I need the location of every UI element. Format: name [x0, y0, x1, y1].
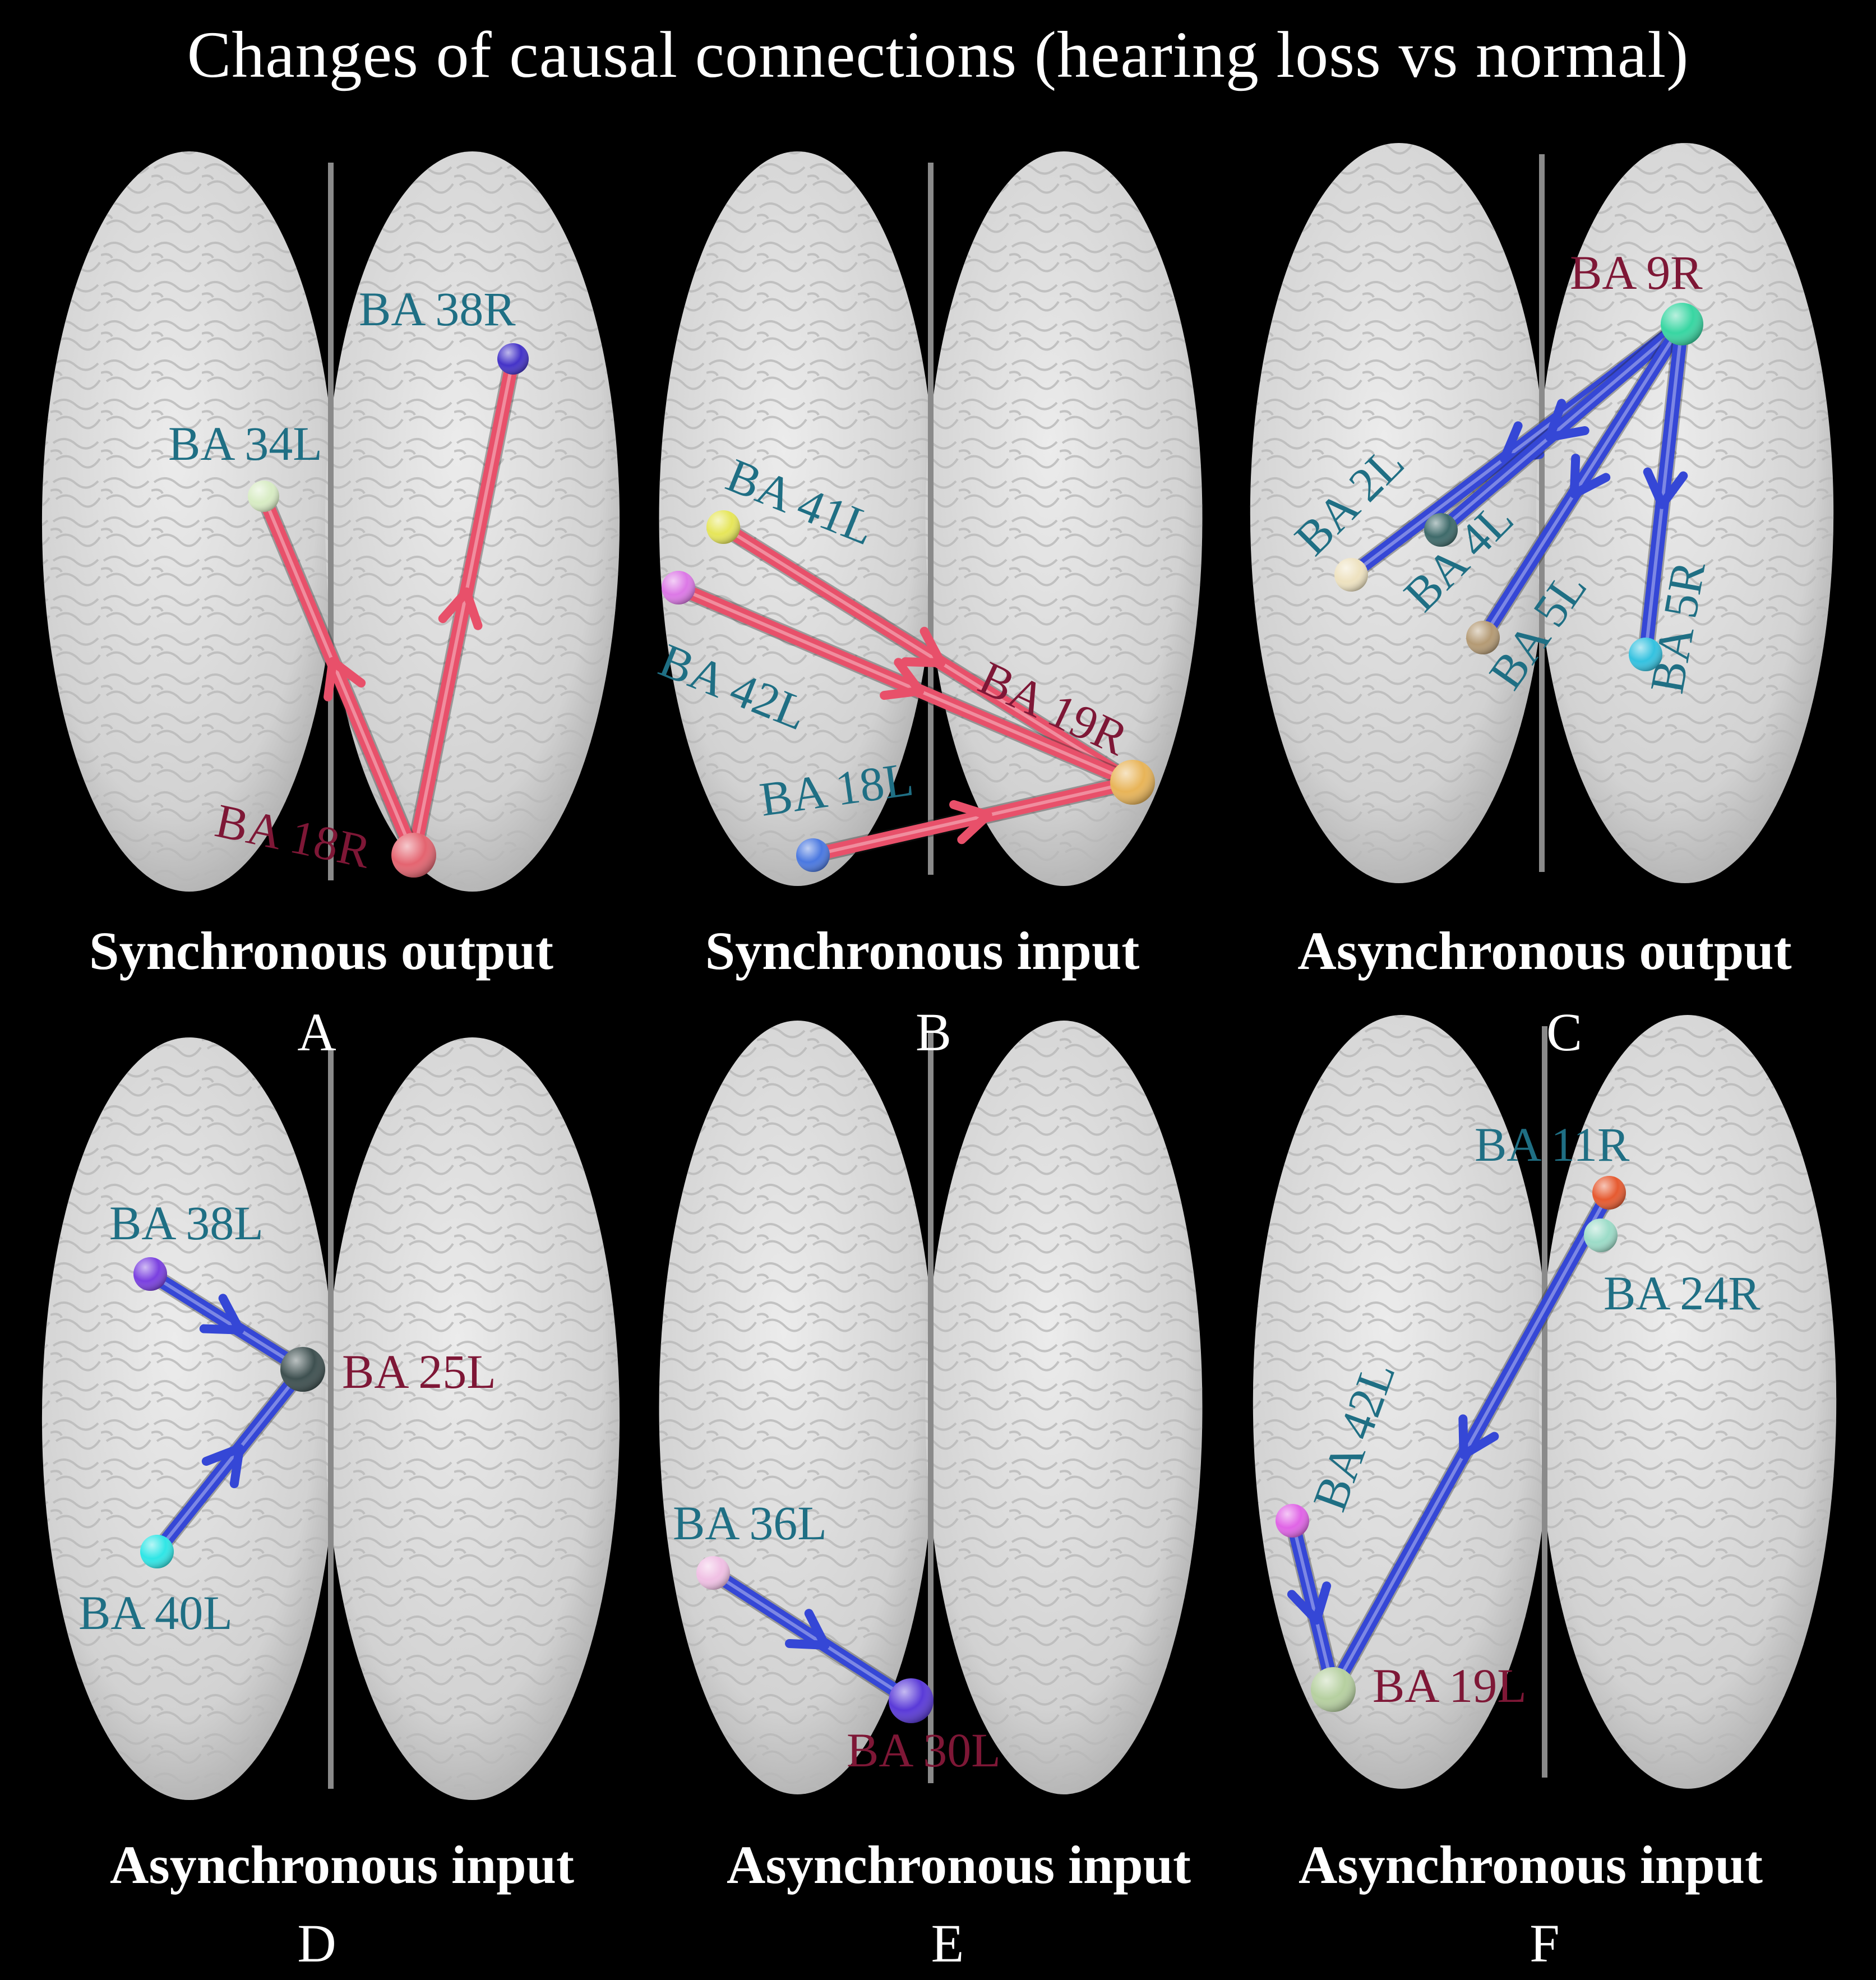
connection-arrow-f-12	[1325, 1184, 1618, 1698]
brain-region-node-e-1	[889, 1678, 934, 1723]
panel-c-caption: Asynchronous output	[1297, 921, 1792, 981]
connection-arrow-d-9	[142, 1266, 311, 1378]
brain-image-a	[41, 151, 620, 892]
connection-arrow-b-3	[670, 579, 1141, 791]
brain-region-node-f-0	[1592, 1176, 1626, 1210]
brain-region-node-a-2	[391, 833, 436, 878]
panel-e-letter: E	[931, 1913, 964, 1973]
brain-region-node-f-3	[1311, 1667, 1356, 1712]
figure-title: Changes of causal connections (hearing l…	[187, 18, 1689, 91]
brain-image-c	[1250, 143, 1834, 883]
connection-arrow-c-7	[1475, 316, 1690, 646]
panel-f-letter: F	[1530, 1913, 1560, 1973]
brain-region-node-c-4	[1629, 638, 1662, 671]
panel-b-caption: Synchronous input	[705, 921, 1140, 981]
brain-region-node-f-2	[1276, 1504, 1309, 1538]
panel-d-caption: Asynchronous input	[110, 1835, 574, 1895]
region-label-e-1: BA 30L	[847, 1723, 1001, 1777]
brain-region-node-c-1	[1334, 558, 1368, 592]
connection-arrow-c-8	[1637, 316, 1690, 663]
region-label-f-3: BA 19L	[1373, 1659, 1527, 1713]
brain-region-node-b-2	[796, 838, 830, 872]
brain-region-node-e-0	[696, 1556, 730, 1590]
connection-arrow-a-0	[405, 350, 521, 864]
brain-region-node-c-3	[1466, 621, 1500, 654]
brain-region-node-b-1	[662, 571, 695, 604]
connection-arrow-c-6	[1433, 316, 1690, 538]
panel-b-letter: B	[915, 1002, 952, 1062]
panel-e-caption: Asynchronous input	[727, 1835, 1191, 1895]
brain-region-node-a-1	[248, 481, 279, 512]
region-label-c-0: BA 9R	[1570, 246, 1703, 299]
region-label-d-1: BA 25L	[342, 1345, 496, 1399]
connection-arrow-b-2	[715, 519, 1141, 791]
panel-f-caption: Asynchronous input	[1299, 1835, 1763, 1895]
panel-a-letter: A	[297, 1002, 336, 1062]
region-label-f-1: BA 24R	[1604, 1266, 1761, 1320]
region-label-a-0: BA 38R	[359, 282, 516, 336]
connection-arrow-b-4	[805, 774, 1141, 864]
brain-region-node-f-1	[1584, 1219, 1618, 1252]
connection-arrow-f-13	[1284, 1512, 1342, 1698]
region-label-d-0: BA 38L	[109, 1196, 264, 1250]
region-label-d-2: BA 40L	[78, 1586, 233, 1640]
region-label-a-1: BA 34L	[168, 417, 322, 470]
brain-image-e	[659, 1021, 1203, 1794]
region-label-f-0: BA 11R	[1475, 1118, 1630, 1171]
brain-region-node-d-0	[133, 1257, 167, 1291]
brain-region-node-b-0	[706, 510, 740, 544]
brain-region-node-b-3	[1110, 760, 1155, 805]
panel-c-letter: C	[1546, 1002, 1583, 1062]
brain-region-node-c-2	[1424, 513, 1458, 547]
region-label-e-0: BA 36L	[673, 1496, 827, 1550]
connection-arrow-d-10	[149, 1361, 311, 1560]
connection-arrow-a-1	[255, 488, 422, 864]
connection-arrow-e-11	[705, 1564, 919, 1709]
brain-region-node-d-2	[140, 1535, 174, 1568]
brain-region-node-d-1	[280, 1347, 325, 1392]
brain-image-d	[41, 1037, 620, 1800]
brain-image-f	[1253, 1015, 1837, 1789]
brain-region-node-a-0	[497, 343, 529, 375]
panel-a-caption: Synchronous output	[89, 921, 553, 981]
panel-d-letter: D	[297, 1913, 336, 1973]
brain-region-node-c-0	[1661, 303, 1703, 345]
